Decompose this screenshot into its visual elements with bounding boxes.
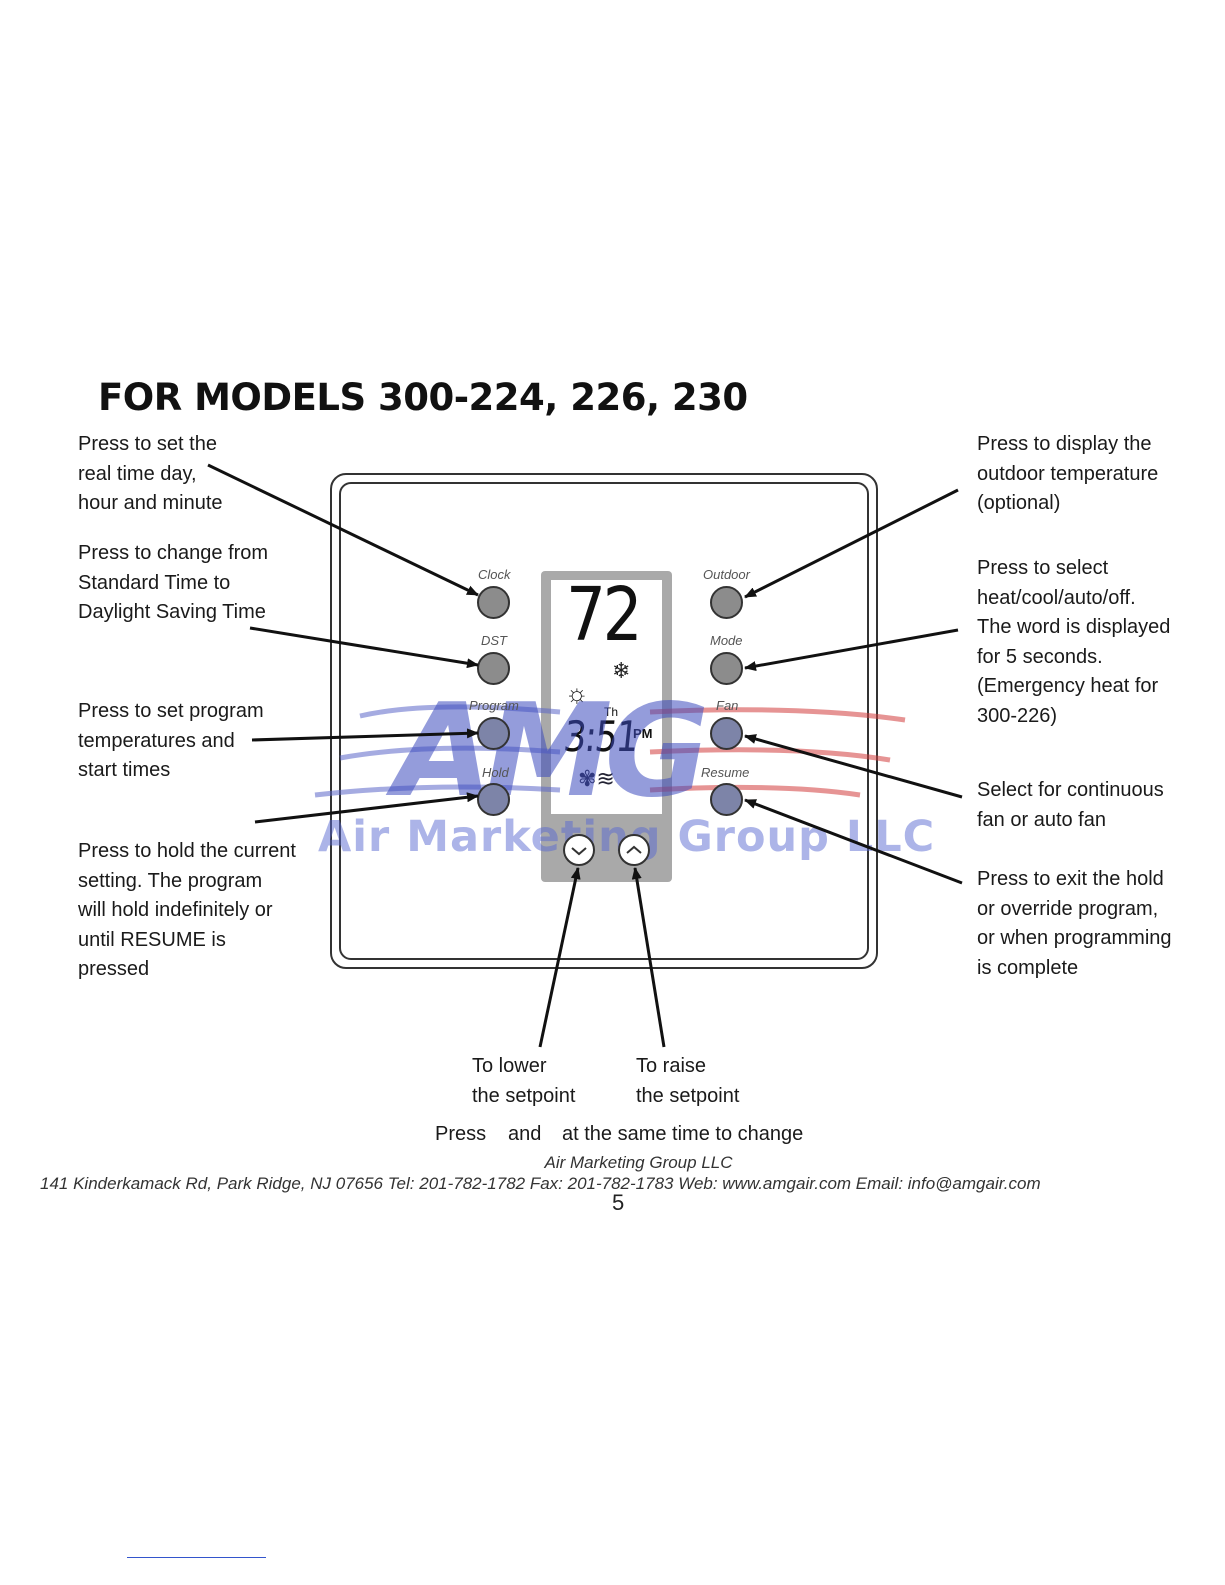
dst-button[interactable] [477, 652, 510, 685]
dst-button-label: DST [481, 633, 507, 648]
clock-button-label: Clock [478, 567, 511, 582]
fan-button[interactable] [710, 717, 743, 750]
temperature-readout: 72 [566, 572, 643, 658]
note-outdoor: Press to display the outdoor temperature… [977, 433, 1159, 514]
sun-icon: ☼ [565, 678, 589, 708]
hold-button-label: Hold [482, 765, 509, 780]
note-hold: Press to hold the current setting. The p… [78, 840, 296, 980]
note-clock: Press to set the real time day, hour and… [78, 433, 223, 514]
outdoor-button-label: Outdoor [703, 567, 750, 582]
resume-button-label: Resume [701, 765, 750, 780]
resume-button[interactable] [710, 783, 743, 816]
chevron-up-icon [626, 845, 642, 854]
note-fan: Select for continuous fan or auto fan [977, 779, 1164, 831]
snowflake-icon: ❄ [612, 658, 631, 683]
footer-address: 141 Kinderkamack Rd, Park Ridge, NJ 0765… [40, 1174, 1041, 1193]
footer-company: Air Marketing Group LLC [544, 1153, 733, 1172]
thermostat-outer-frame [330, 473, 878, 969]
setpoint-down-button[interactable] [563, 834, 595, 866]
note-press-both-1: Press [435, 1123, 487, 1145]
fan-button-label: Fan [716, 698, 739, 713]
lcd-screen [551, 580, 662, 814]
mode-button-label: Mode [710, 633, 743, 648]
chevron-down-icon [571, 847, 587, 856]
program-button-label: Program [469, 698, 519, 713]
outdoor-button[interactable] [710, 586, 743, 619]
note-mode: Press to select heat/cool/auto/off. The … [977, 557, 1171, 727]
fan-icon: ✾≋ [578, 766, 615, 791]
note-press-both-3: at the same time to change [562, 1123, 804, 1145]
setpoint-up-button[interactable] [618, 834, 650, 866]
day-readout: Th [604, 705, 619, 719]
note-press-both-2: and [508, 1123, 542, 1145]
footnote-rule [127, 1557, 266, 1558]
ampm-readout: PM [633, 726, 653, 741]
watermark-logo: AMG [394, 677, 709, 826]
hold-button[interactable] [477, 783, 510, 816]
page-number: 5 [612, 1190, 625, 1215]
note-raise-setpoint: To raise the setpoint [636, 1055, 740, 1107]
note-dst: Press to change from Standard Time to Da… [78, 542, 269, 623]
clock-button[interactable] [477, 586, 510, 619]
mode-button[interactable] [710, 652, 743, 685]
note-resume: Press to exit the hold or override progr… [977, 868, 1172, 979]
note-program: Press to set program temperatures and st… [78, 700, 264, 781]
page-title: FOR MODELS 300-224, 226, 230 [98, 376, 748, 419]
thermostat-inner-frame [339, 482, 869, 960]
note-lower-setpoint: To lower the setpoint [472, 1055, 576, 1107]
